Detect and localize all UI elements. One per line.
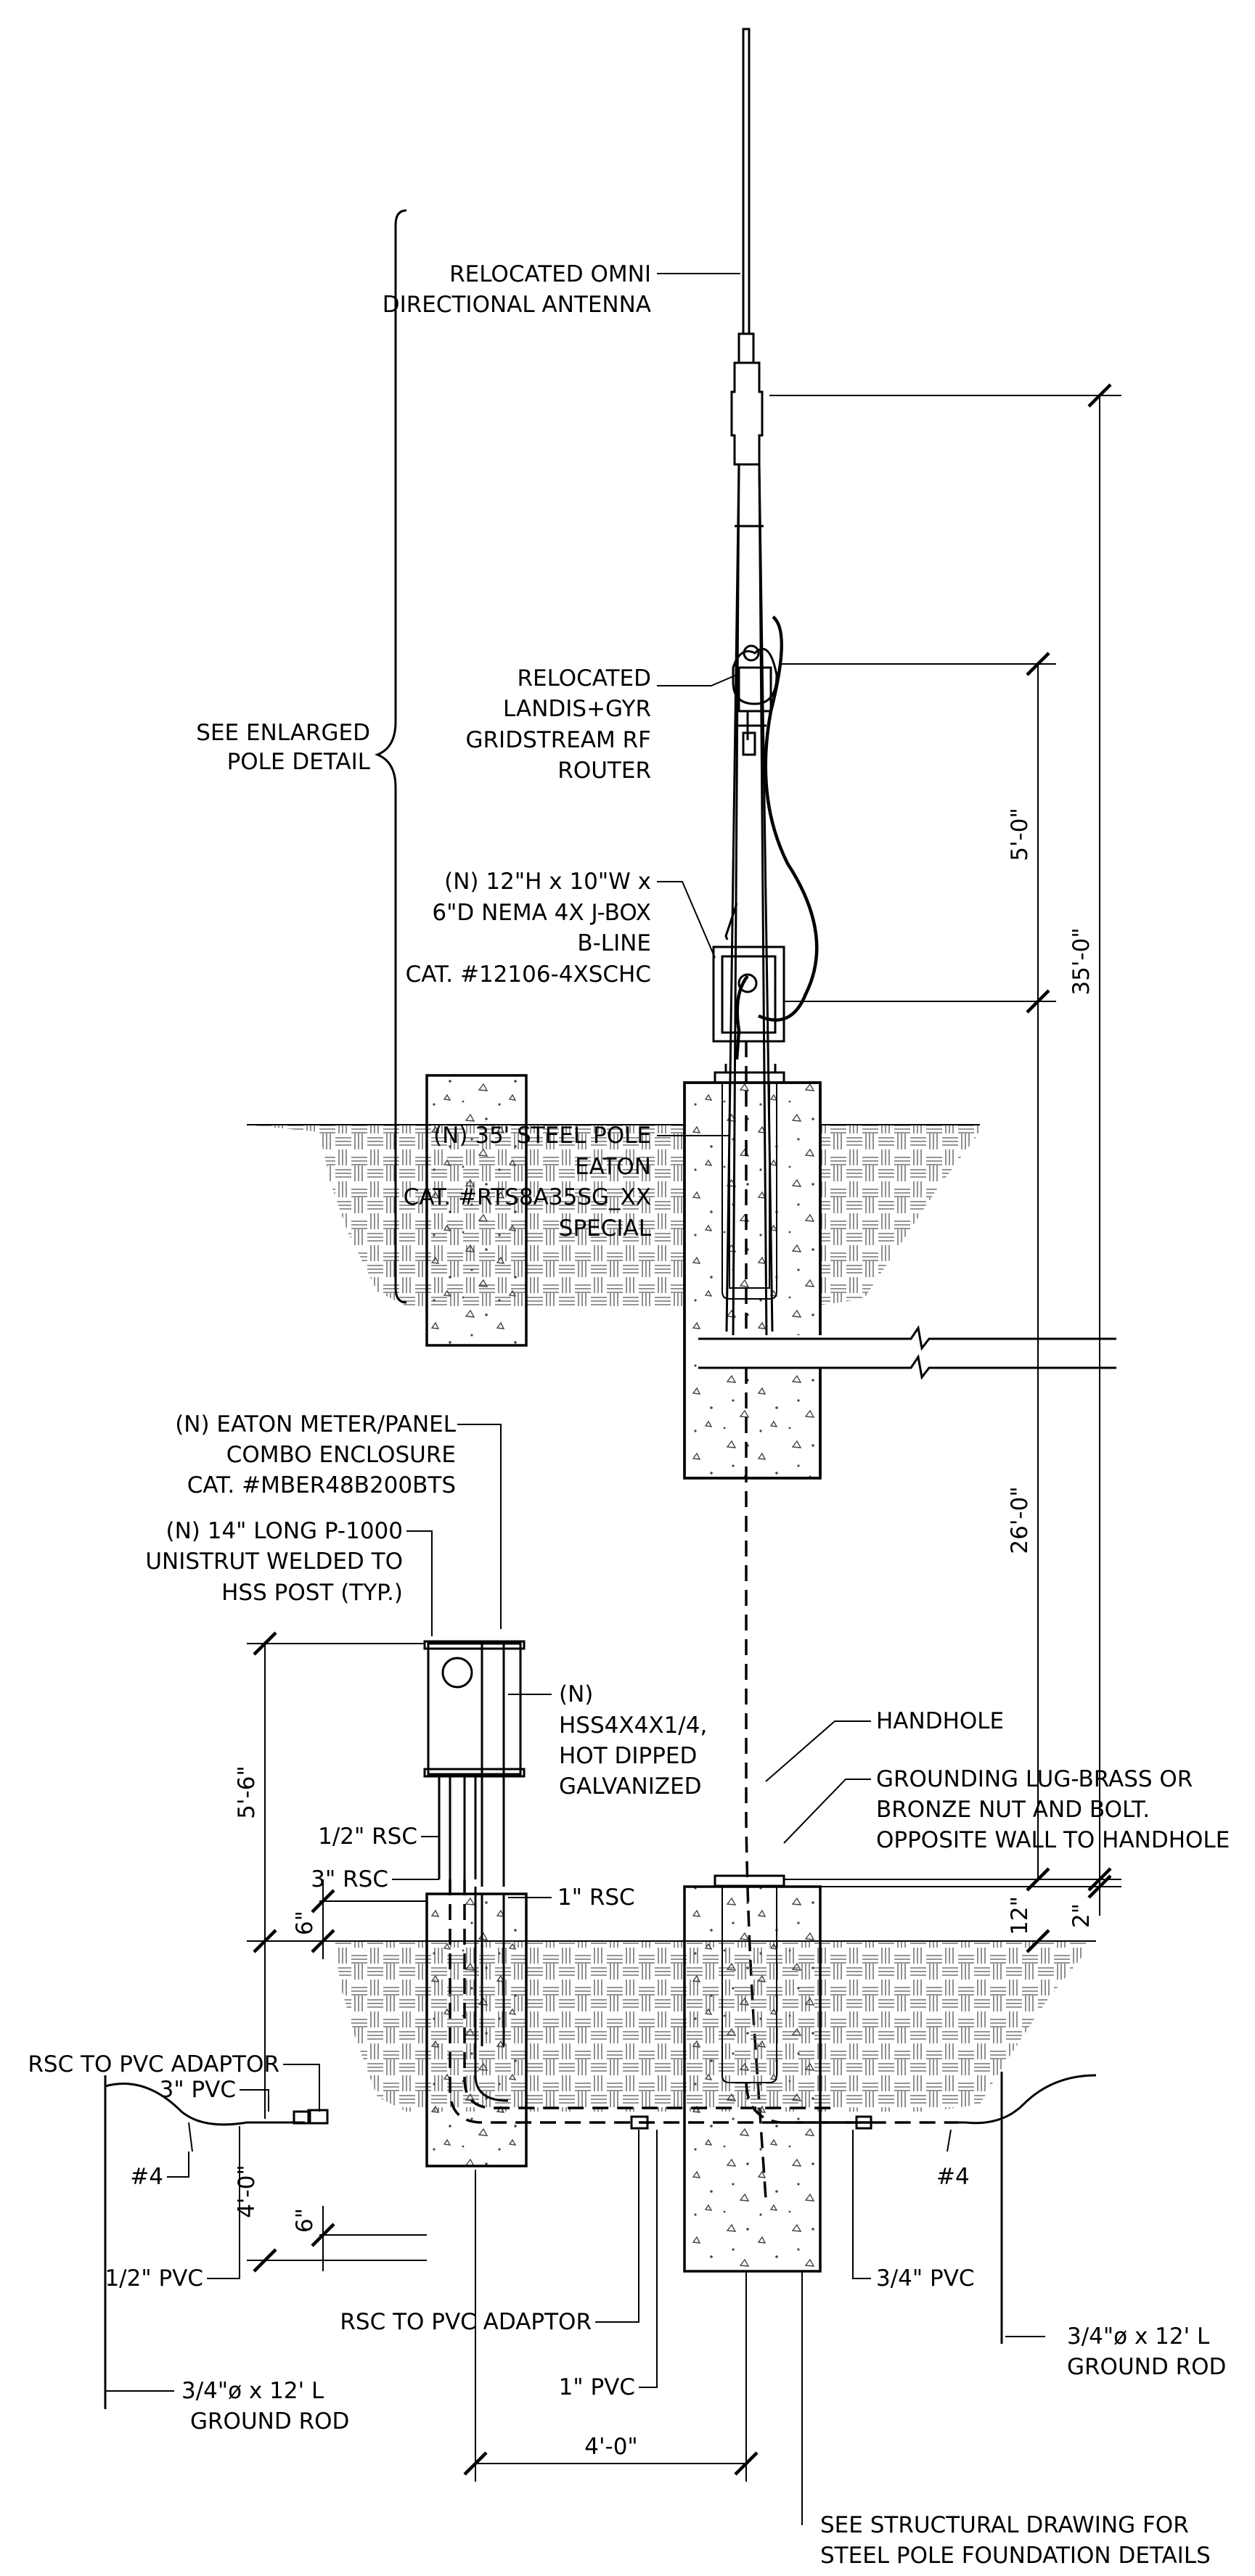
hss-label-1: (N) [559,1681,593,1707]
grounding-lug-label-1: GROUNDING LUG-BRASS OR [876,1766,1193,1792]
meter-label-1: (N) EATON METER/PANEL [175,1411,457,1437]
rsc-half-label: 1/2" RSC [318,1824,417,1850]
rf-router [732,644,778,756]
antenna-label-2: DIRECTIONAL ANTENNA [383,292,651,318]
num4-right-label: #4 [936,2164,970,2190]
dim-2: 2" [1068,1903,1095,1928]
antenna-label-1: RELOCATED OMNI [449,261,651,287]
hss-label-4: GALVANIZED [559,1773,702,1800]
meter-conduits [438,1774,477,1879]
pole-label-3: CAT. #RTS8A35SG_XX [404,1184,651,1210]
rsc-1-label: 1" RSC [557,1884,635,1911]
jbox-label-1: (N) 12"H x 10"W x [444,869,651,895]
unistrut-label-2: UNISTRUT WELDED TO [145,1549,403,1575]
router-label-3: GRIDSTREAM RF [466,727,652,753]
rsc-pvc-adaptor-bottom-label: RSC TO PVC ADAPTOR [340,2309,592,2335]
hss-label-3: HOT DIPPED [559,1743,697,1769]
router-label-1: RELOCATED [517,665,651,692]
nema-4x-j-box [712,946,785,1043]
pole-break-symbol [697,1325,1118,1380]
jbox-label-2: 6"D NEMA 4X J-BOX [432,900,651,926]
lower-assembly [104,1874,1097,2409]
dim-6-top: 6" [292,1911,318,1935]
unistrut-label-3: HSS POST (TYP.) [221,1580,403,1606]
annotation-text: RELOCATED OMNI DIRECTIONAL ANTENNA SEE E… [28,261,1230,2569]
enlarged-label-1: SEE ENLARGED [196,720,370,746]
ground-rod-left-label-2: GROUND ROD [190,2408,349,2435]
ground-rod-right-label-2: GROUND ROD [1067,2354,1226,2380]
meter-label-3: CAT. #MBER48B200BTS [187,1472,456,1498]
meter-panel-enclosure [423,1640,526,1887]
grounding-lug-label-2: BRONZE NUT AND BOLT. [876,1797,1150,1823]
pvc-1-label: 1" PVC [559,2374,635,2400]
meter-label-2: COMBO ENCLOSURE [226,1442,456,1468]
ground-rod-left-label-1: 3/4"ø x 12' L [181,2378,324,2404]
router-label-2: LANDIS+GYR [503,696,651,722]
jbox-label-4: CAT. #12106-4XSCHC [406,961,651,988]
leader-lines [105,273,1045,2525]
dim-4-0-vert: 4'-0" [234,2165,260,2218]
dimension-text: 35'-0" 5'-0" 26'-0" 12" 2" 5'-6" 6" 4'-0… [234,808,1095,2460]
steel-pole [714,361,785,1340]
structural-label-1: SEE STRUCTURAL DRAWING FOR [820,2512,1189,2538]
dim-5-6: 5'-6" [234,1765,260,1818]
enlarged-label-2: POLE DETAIL [227,749,371,775]
enlarged-detail-bracket [374,209,407,1304]
dim-35-0: 35'-0" [1068,927,1095,995]
pvc-34-label: 3/4" PVC [876,2265,975,2292]
dim-26-0: 26'-0" [1007,1486,1033,1554]
ground-rod-right-label-1: 3/4"ø x 12' L [1067,2323,1210,2350]
pvc-half-label: 1/2" PVC [105,2265,203,2292]
meter-foundation [425,1074,528,1347]
grounding-lug-label-3: OPPOSITE WALL TO HANDHOLE [876,1827,1230,1853]
pvc-3-label: 3" PVC [160,2077,236,2103]
jbox-label-3: B-LINE [577,930,651,956]
pole-label-2: EATON [575,1154,651,1180]
structural-label-2: STEEL POLE FOUNDATION DETAILS [820,2543,1211,2569]
rsc-3-label: 3" RSC [311,1866,388,1892]
dim-12: 12" [1007,1896,1033,1935]
num4-left-label: #4 [130,2164,163,2190]
dim-5-0: 5'-0" [1007,808,1033,861]
j-box-cable [735,975,749,1060]
omni-antenna [737,28,755,364]
handhole-label: HANDHOLE [876,1708,1004,1734]
unistrut-label-1: (N) 14" LONG P-1000 [165,1518,403,1544]
hss-label-2: HSS4X4X1/4, [559,1712,707,1739]
rsc-pvc-adaptor-top-label: RSC TO PVC ADAPTOR [28,2051,279,2077]
dim-6-bottom: 6" [292,2208,318,2233]
dimension-lines [247,383,1121,2482]
pole-label-4: SPECIAL [559,1215,652,1242]
pole-label-1: (N) 35' STEEL POLE [433,1123,651,1149]
router-label-4: ROUTER [557,758,651,784]
dim-4-0-horiz: 4'-0" [584,2434,637,2460]
